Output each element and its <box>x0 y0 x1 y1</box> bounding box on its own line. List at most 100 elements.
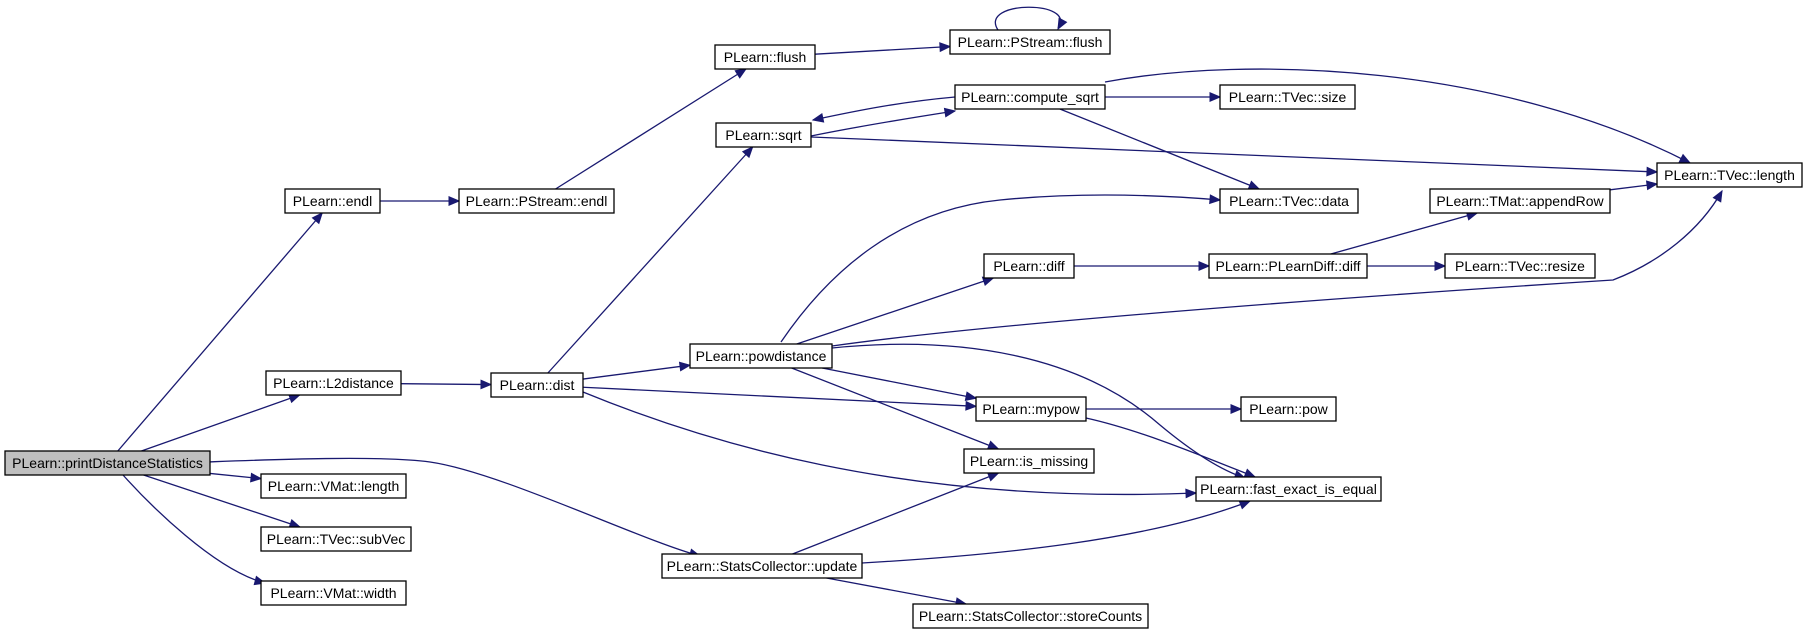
node-statscollector-update[interactable]: PLearn::StatsCollector::update <box>661 553 863 579</box>
node-fast-exact-is-equal[interactable]: PLearn::fast_exact_is_equal <box>1195 476 1382 502</box>
node-box <box>715 122 812 148</box>
node-label: PLearn::VMat::length <box>268 478 400 494</box>
node-label: PLearn::printDistanceStatistics <box>12 455 203 471</box>
node-box <box>689 343 833 369</box>
node-tvec-data[interactable]: PLearn::TVec::data <box>1219 188 1359 214</box>
node-powdistance[interactable]: PLearn::powdistance <box>689 343 833 369</box>
edge-line <box>792 472 999 555</box>
edge-arrowhead <box>1645 180 1659 191</box>
node-flush[interactable]: PLearn::flush <box>714 44 816 70</box>
edge-arrowhead <box>448 196 461 206</box>
edge-arrowhead <box>250 472 263 483</box>
node-mypow[interactable]: PLearn::mypow <box>975 396 1087 422</box>
node-box <box>260 526 412 552</box>
node-tvec-length[interactable]: PLearn::TVec::length <box>1656 162 1803 188</box>
node-box <box>4 450 211 476</box>
node-box <box>975 396 1087 422</box>
edge-arrowhead <box>1238 500 1252 510</box>
node-box <box>1656 162 1803 188</box>
edge-line <box>122 474 266 584</box>
node-dist[interactable]: PLearn::dist <box>490 372 584 398</box>
node-pstream-endl[interactable]: PLearn::PStream::endl <box>458 188 615 214</box>
edge-statscollector_update-to-storeCounts <box>826 577 968 607</box>
edge-flush-to-pstream_flush <box>814 42 952 55</box>
node-storeCounts[interactable]: PLearn::StatsCollector::storeCounts <box>912 603 1149 629</box>
node-tvec-size[interactable]: PLearn::TVec::size <box>1219 84 1356 110</box>
edge-pstream_endl-to-flush <box>555 68 748 190</box>
edge-arrowhead <box>986 472 1000 482</box>
edge-sqrt-to-compute_sqrt <box>810 107 957 137</box>
node-box <box>284 188 381 214</box>
node-label: PLearn::TVec::data <box>1229 193 1349 209</box>
edge-arrowhead <box>1057 17 1068 31</box>
node-box <box>260 473 407 499</box>
node-label: PLearn::pow <box>1249 401 1328 417</box>
edge-line <box>400 383 492 386</box>
edge-line <box>831 343 1246 479</box>
node-endl[interactable]: PLearn::endl <box>284 188 381 214</box>
edge-arrowhead <box>1434 261 1447 271</box>
edge-arrowhead <box>939 42 952 53</box>
node-box <box>714 44 816 70</box>
node-box <box>954 84 1106 110</box>
edge-tmat_appendRow-to-tvec_length <box>1609 180 1659 191</box>
edge-pstream_flush-to-pstream_flush <box>994 6 1068 31</box>
node-label: PLearn::powdistance <box>696 348 827 364</box>
node-label: PLearn::sqrt <box>725 127 801 143</box>
node-box <box>983 253 1075 279</box>
node-label: PLearn::fast_exact_is_equal <box>1200 481 1377 497</box>
edge-line <box>555 68 747 190</box>
edge-printDistanceStatistics-to-vmat_length <box>209 472 263 483</box>
node-box <box>1208 253 1368 279</box>
edge-line <box>994 6 1062 31</box>
edge-arrowhead <box>480 379 493 390</box>
node-pstream-flush[interactable]: PLearn::PStream::flush <box>949 29 1111 55</box>
edge-arrowhead <box>1209 194 1222 205</box>
node-box <box>963 448 1095 474</box>
node-label: PLearn::compute_sqrt <box>961 89 1099 105</box>
node-tvec-resize[interactable]: PLearn::TVec::resize <box>1444 253 1596 279</box>
node-pow[interactable]: PLearn::pow <box>1240 396 1337 422</box>
node-sqrt[interactable]: PLearn::sqrt <box>715 122 812 148</box>
edge-line <box>117 212 323 452</box>
node-label: PLearn::endl <box>293 193 372 209</box>
edge-dist-to-powdistance <box>582 361 692 380</box>
edge-line <box>582 364 691 380</box>
edge-endl-to-pstream_endl <box>380 196 461 206</box>
edge-arrowhead <box>1209 92 1222 102</box>
edge-powdistance-to-tvec_data <box>780 194 1222 343</box>
edge-arrowhead <box>1185 488 1198 499</box>
node-label: PLearn::PStream::endl <box>466 193 608 209</box>
node-label: PLearn::TVec::size <box>1229 89 1347 105</box>
edge-line <box>810 110 956 137</box>
edge-statscollector_update-to-fast_exact_is_equal <box>861 500 1252 564</box>
node-box <box>1219 188 1359 214</box>
node-compute-sqrt[interactable]: PLearn::compute_sqrt <box>954 84 1106 110</box>
edge-line <box>582 391 1197 496</box>
edge-compute_sqrt-to-sqrt <box>811 96 956 123</box>
edge-arrowhead <box>1243 468 1257 478</box>
edge-l2distance-to-dist <box>400 379 493 390</box>
edge-arrowhead <box>1247 180 1261 190</box>
edge-dist-to-mypow <box>582 386 978 411</box>
node-is-missing[interactable]: PLearn::is_missing <box>963 448 1095 474</box>
edge-line <box>1104 68 1691 164</box>
node-printDistanceStatistics[interactable]: PLearn::printDistanceStatistics <box>4 450 211 476</box>
edge-line <box>206 457 701 557</box>
node-tmat-appendRow[interactable]: PLearn::TMat::appendRow <box>1429 188 1611 214</box>
node-box <box>260 580 407 606</box>
edge-line <box>1059 108 1260 190</box>
node-vmat-length[interactable]: PLearn::VMat::length <box>260 473 407 499</box>
edge-line <box>791 367 999 450</box>
node-vmat-width[interactable]: PLearn::VMat::width <box>260 580 407 606</box>
node-box <box>265 370 402 396</box>
node-l2distance[interactable]: PLearn::L2distance <box>265 370 402 396</box>
edge-line <box>547 146 754 374</box>
node-label: PLearn::flush <box>724 49 807 65</box>
node-tvec-subVec[interactable]: PLearn::TVec::subVec <box>260 526 412 552</box>
node-plearndiff-diff[interactable]: PLearn::PLearnDiff::diff <box>1208 253 1368 279</box>
node-label: PLearn::TVec::subVec <box>267 531 406 547</box>
node-box <box>1429 188 1611 214</box>
node-diff[interactable]: PLearn::diff <box>983 253 1075 279</box>
